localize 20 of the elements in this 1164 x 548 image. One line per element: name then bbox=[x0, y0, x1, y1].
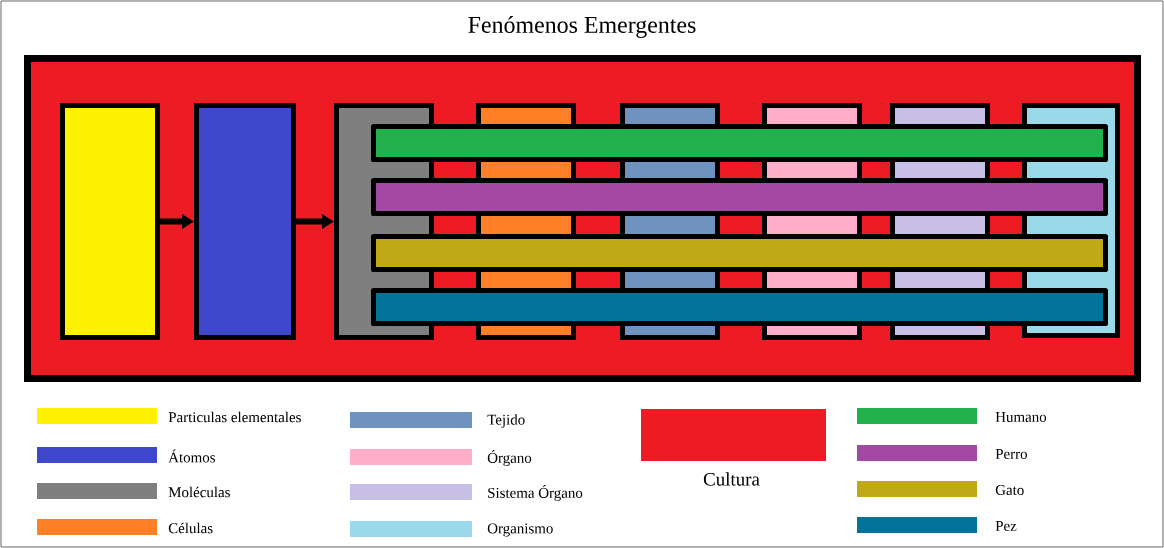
legend-label: Moléculas bbox=[168, 486, 230, 498]
legend-label: Tejido bbox=[487, 414, 525, 428]
legend-label: Particulas elementales bbox=[168, 411, 301, 423]
title: Fenómenos Emergentes bbox=[468, 16, 696, 38]
legend-label: Humano bbox=[995, 412, 1047, 422]
legend-label: Pez bbox=[995, 521, 1017, 531]
legend-label: Sistema Órgano bbox=[488, 484, 583, 501]
legend-label: Órgano bbox=[487, 449, 532, 466]
color-bar bbox=[371, 234, 1108, 272]
color-bar bbox=[371, 288, 1108, 326]
legend-label: Perro bbox=[995, 449, 1027, 459]
legend-label: Cultura bbox=[703, 472, 760, 486]
color-bar bbox=[371, 124, 1108, 162]
legend-label: Átomos bbox=[168, 449, 215, 463]
color-block bbox=[194, 103, 296, 340]
color-bar bbox=[371, 178, 1108, 216]
legend-label: Células bbox=[168, 522, 213, 534]
legend-label: Gato bbox=[995, 485, 1024, 495]
color-block bbox=[60, 103, 160, 340]
legend-label: Organismo bbox=[487, 523, 553, 537]
